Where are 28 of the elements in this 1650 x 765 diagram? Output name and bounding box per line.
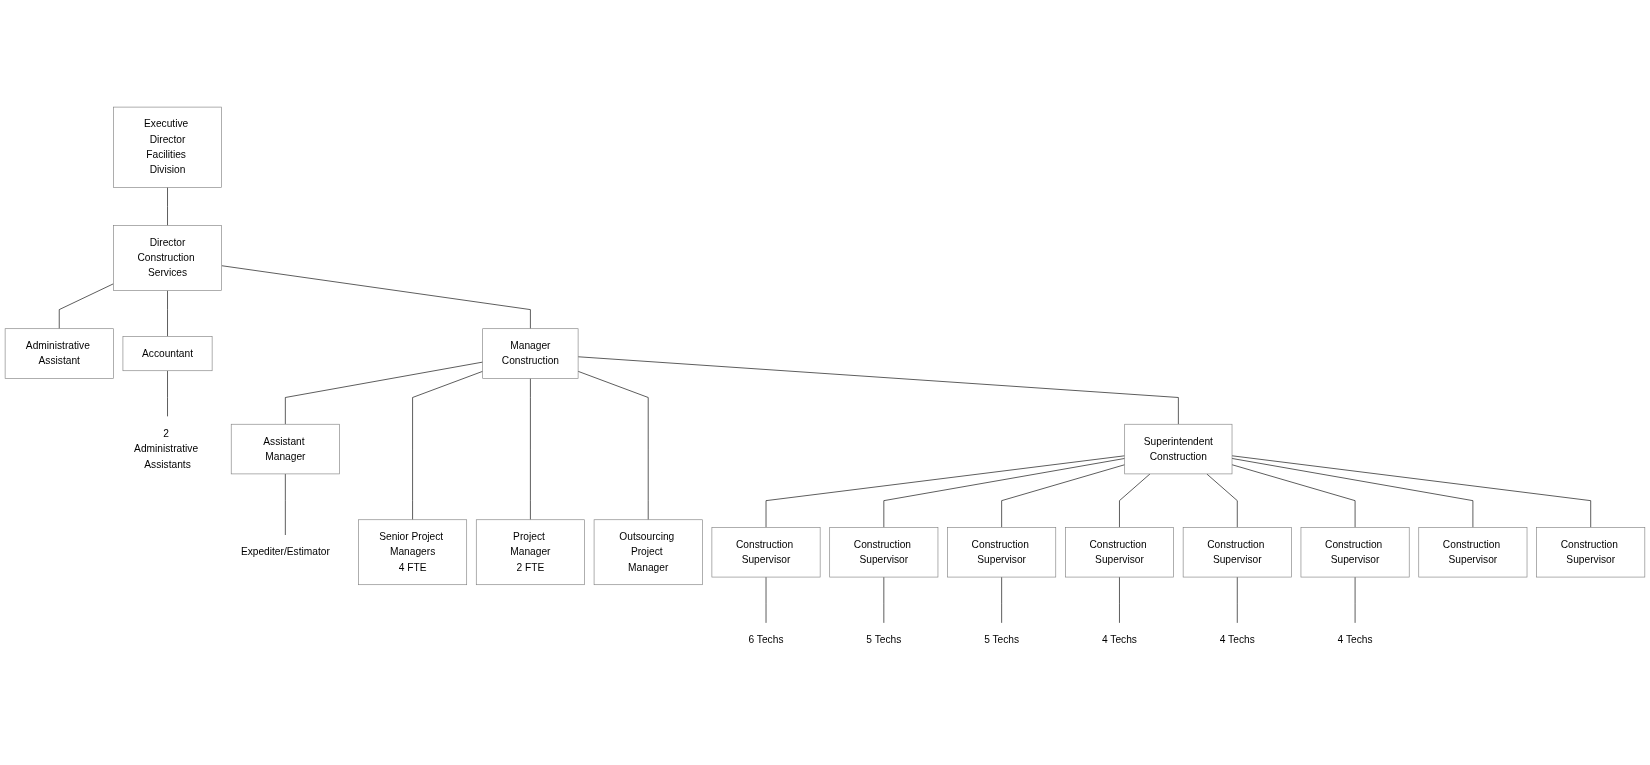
connector bbox=[1231, 464, 1356, 529]
node-box: Accountant bbox=[122, 336, 213, 372]
node-box: Senior Project Managers 4 FTE bbox=[358, 519, 468, 586]
node-box: Construction Supervisor bbox=[947, 527, 1057, 578]
node-box: Assistant Manager bbox=[230, 424, 340, 475]
node-box: Director Construction Services bbox=[113, 225, 222, 292]
node-box: Manager Construction bbox=[482, 328, 579, 379]
node-text: Expediter/Estimator bbox=[240, 546, 330, 558]
node-text: 5 Techs bbox=[984, 634, 1020, 646]
node-box: Construction Supervisor bbox=[1300, 527, 1410, 578]
node-box: Administrative Assistant bbox=[4, 328, 114, 379]
node-box: Outsourcing Project Manager bbox=[593, 519, 703, 586]
node-text: 5 Techs bbox=[866, 634, 902, 646]
node-box: Superintendent Construction bbox=[1124, 424, 1233, 475]
node-text: 2 Administrative Assistants bbox=[134, 428, 199, 470]
node-box: Construction Supervisor bbox=[1182, 527, 1292, 578]
node-box: Construction Supervisor bbox=[1536, 527, 1646, 578]
node-box: Project Manager 2 FTE bbox=[475, 519, 585, 586]
node-box: Executive Director Facilities Division bbox=[113, 107, 222, 188]
node-box: Construction Supervisor bbox=[1418, 527, 1528, 578]
node-box: Construction Supervisor bbox=[711, 527, 821, 578]
node-text: 6 Techs bbox=[748, 634, 784, 646]
node-box: Construction Supervisor bbox=[1065, 527, 1174, 578]
node-text: 4 Techs bbox=[1337, 634, 1373, 646]
node-text: 4 Techs bbox=[1219, 634, 1255, 646]
node-text: 4 Techs bbox=[1102, 634, 1137, 646]
connector bbox=[883, 458, 1126, 529]
node-box: Construction Supervisor bbox=[829, 527, 939, 578]
